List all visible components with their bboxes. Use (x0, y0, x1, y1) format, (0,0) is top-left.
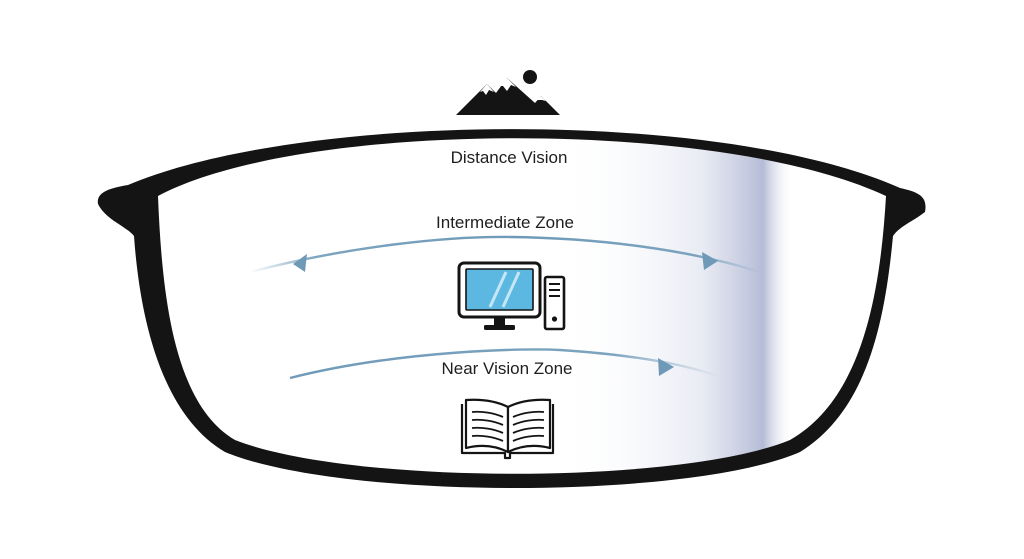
intermediate-arrows (249, 235, 761, 274)
desktop-computer-icon (457, 261, 566, 331)
arrow-right-head (702, 252, 718, 270)
arrow-left-head (293, 254, 307, 272)
near-vision-zone-label: Near Vision Zone (441, 359, 572, 378)
mountain-icon (456, 70, 560, 115)
near-arrow-head (658, 358, 674, 376)
intermediate-zone-label: Intermediate Zone (436, 213, 574, 232)
near-arrow (289, 348, 721, 380)
distance-vision-label: Distance Vision (451, 148, 568, 167)
open-book-icon (460, 398, 555, 460)
